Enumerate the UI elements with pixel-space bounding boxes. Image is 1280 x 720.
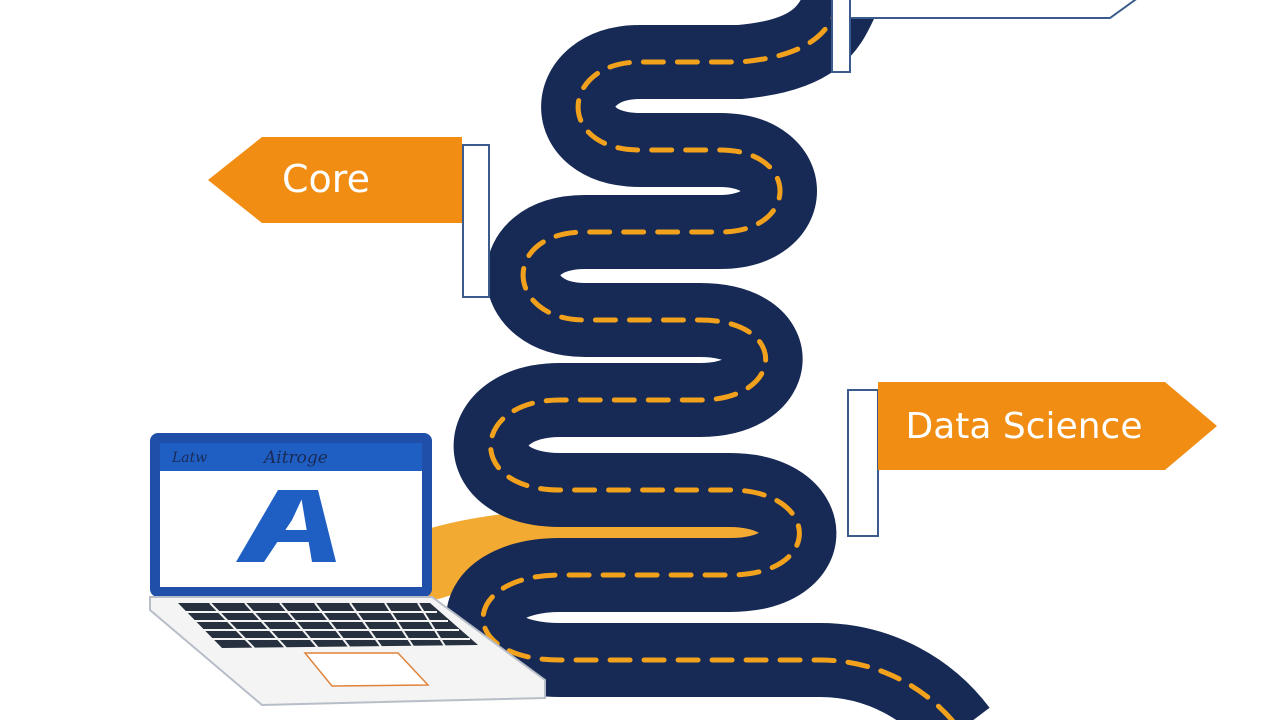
laptop-keyboard — [178, 602, 478, 649]
data-science-signpost: Data Science — [847, 382, 1217, 537]
top-sign-board — [849, 0, 1137, 19]
winding-road — [395, 0, 990, 720]
top-signpost — [831, 0, 1137, 73]
laptop-header-right: Aitroge — [262, 448, 328, 468]
data-science-sign-label: Data Science — [906, 406, 1143, 447]
top-sign-post — [831, 0, 851, 73]
core-sign-board — [208, 137, 462, 223]
data-science-sign-board — [878, 382, 1217, 470]
road-body — [446, 0, 990, 720]
road-center-dashes — [480, 0, 956, 720]
core-signpost: Core — [208, 137, 490, 298]
laptop-logo-icon — [236, 490, 336, 562]
laptop-header-left: Latw — [171, 450, 207, 466]
core-sign-post — [462, 144, 490, 298]
core-sign-label: Core — [282, 157, 370, 201]
laptop-screen-header — [160, 443, 422, 471]
laptop-icon: Latw Aitroge — [149, 433, 546, 707]
data-science-sign-post — [847, 389, 879, 537]
laptop-touchpad — [303, 652, 430, 687]
